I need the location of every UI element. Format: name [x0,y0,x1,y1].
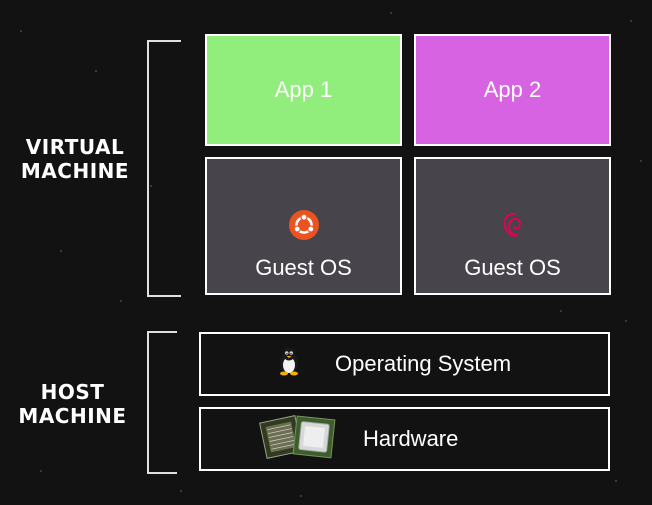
hardware-box: Hardware [199,407,610,471]
hardware-label: Hardware [363,426,459,451]
ubuntu-logo-icon [288,209,320,246]
guest-os-2-box: Guest OS [414,157,611,295]
debian-logo-icon [499,209,527,246]
guest-os-1-label: Guest OS [255,255,352,280]
app-1-box: App 1 [205,34,402,146]
virtual-machine-bracket [147,40,181,297]
linux-penguin-icon [277,346,301,382]
app-2-box: App 2 [414,34,611,146]
host-machine-label: HOST MACHINE [18,380,127,428]
app-1-label: App 1 [274,77,333,102]
host-machine-bracket [147,331,177,474]
virtual-machine-label: VIRTUAL MACHINE [20,135,130,183]
app-2-label: App 2 [483,77,542,102]
guest-os-2-label: Guest OS [464,255,561,280]
guest-os-1-box: Guest OS [205,157,402,295]
operating-system-label: Operating System [335,351,512,376]
cpu-chip-icon [259,413,339,465]
operating-system-box: Operating System [199,332,610,396]
